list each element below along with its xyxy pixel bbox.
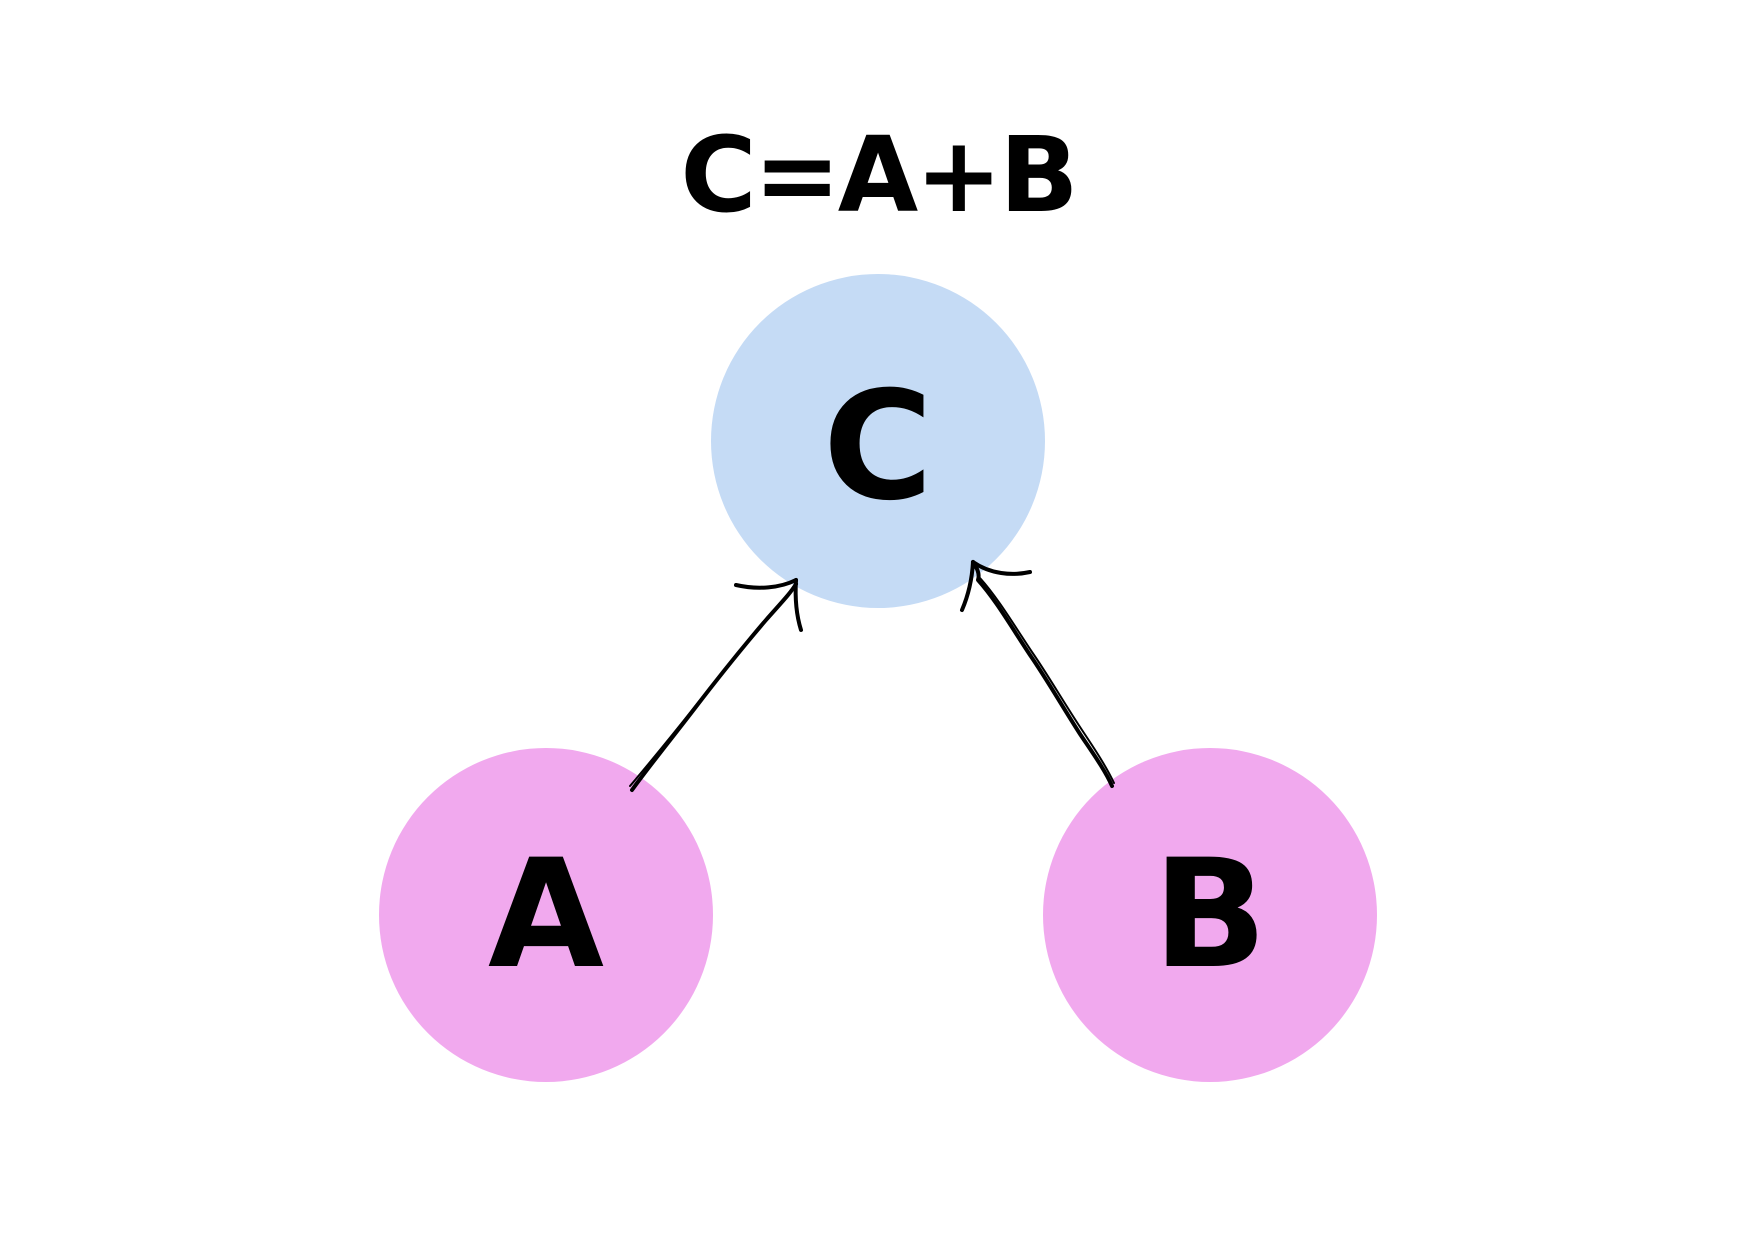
arrow-b-to-c-head-left [960, 560, 975, 612]
arrow-b-to-c-head-right [971, 560, 1032, 576]
node-b-circle [1043, 748, 1377, 1082]
arrow-a-to-c-shaft-sketch [629, 580, 798, 787]
arrow-a-to-c-head-right [793, 578, 803, 632]
node-c-label: C [823, 360, 933, 534]
node-a-circle [379, 748, 713, 1082]
node-b-label: B [1153, 828, 1267, 1002]
arrow-b-to-c [960, 560, 1115, 788]
arrow-a-to-c [629, 578, 803, 792]
arrow-b-to-c-shaft-sketch [979, 577, 1115, 784]
arrow-a-to-c-head-left [734, 578, 798, 590]
node-c-circle [711, 274, 1045, 608]
equation-label: C=A+B [680, 114, 1075, 236]
arrow-a-to-c-shaft [630, 582, 798, 792]
arrow-b-to-c-shaft [971, 560, 1114, 788]
node-a-label: A [488, 828, 604, 1002]
